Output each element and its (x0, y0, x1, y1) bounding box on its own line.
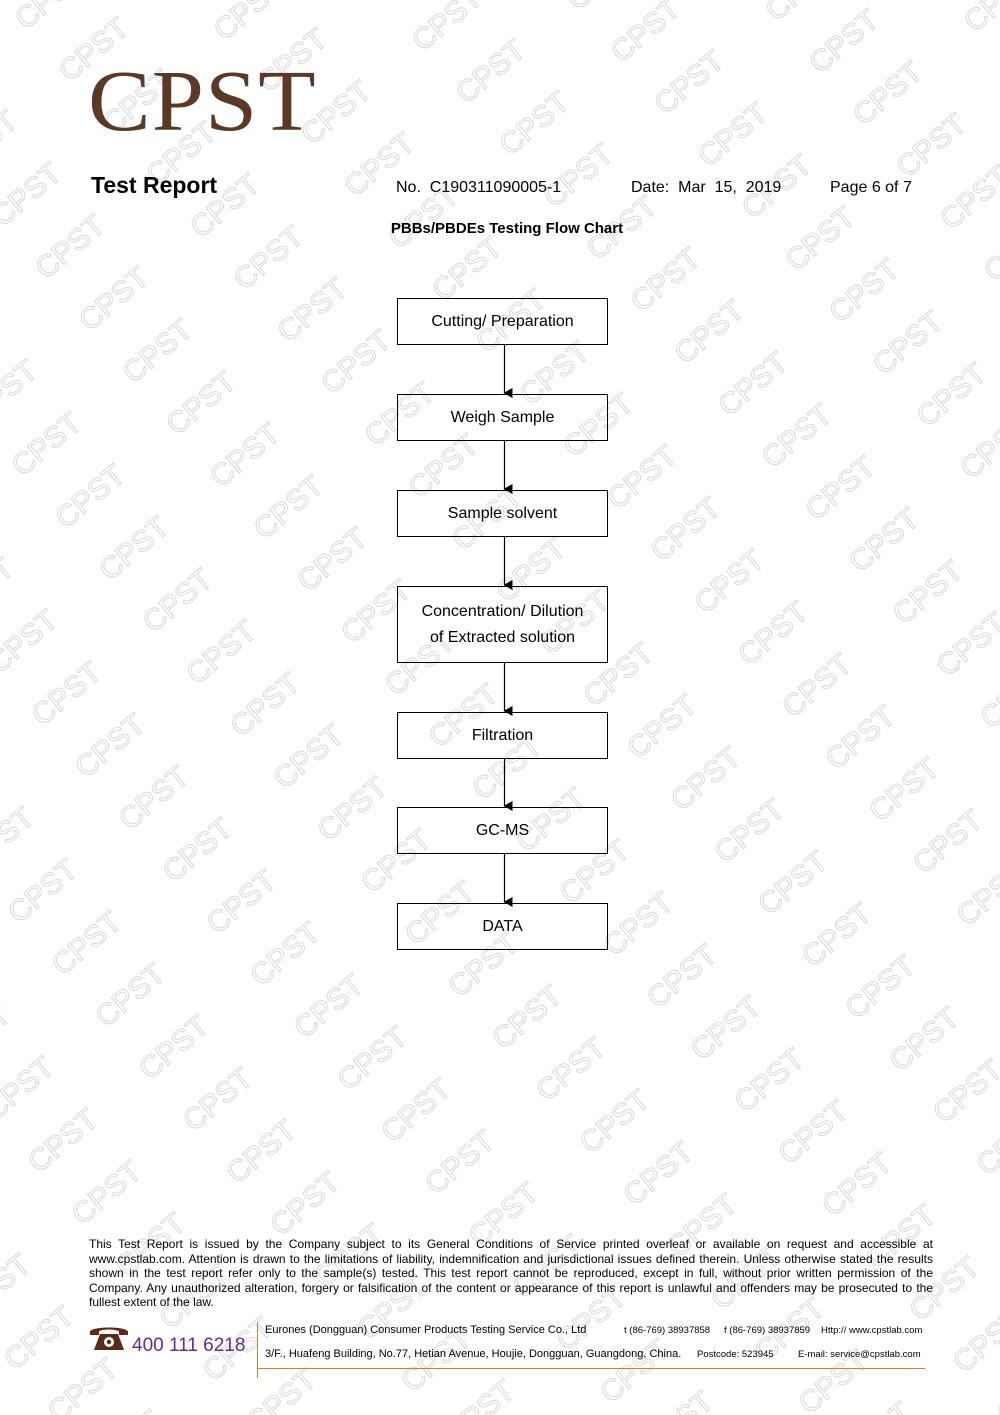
flow-step-concentration-dilution: Concentration/ Dilution of Extracted sol… (397, 586, 608, 663)
flow-chart-title: PBBs/PBDEs Testing Flow Chart (390, 220, 624, 237)
report-date: Date: Mar 15, 2019 (631, 179, 782, 196)
company-address: 3/F., Huafeng Building, No.77, Hetian Av… (265, 1348, 682, 1360)
report-number: No. C190311090005-1 (396, 179, 562, 196)
legal-disclaimer: This Test Report is issued by the Compan… (89, 1237, 933, 1310)
company-name: Eurones (Dongguan) Consumer Products Tes… (265, 1324, 587, 1336)
company-telephone: t (86-769) 38937858 (624, 1325, 711, 1336)
hotline-number: 400 111 6218 (132, 1335, 246, 1356)
company-fax: f (86-769) 38937859 (724, 1325, 811, 1336)
flow-step-sample-solvent: Sample solvent (397, 490, 608, 537)
flow-step-filtration: Filtration (397, 712, 608, 759)
company-email: E-mail: service@cpstlab.com (798, 1349, 921, 1360)
flow-step-gc-ms: GC-MS (397, 807, 608, 854)
cpst-logo: CPST (88, 53, 317, 150)
flow-step-data: DATA (397, 903, 608, 950)
company-postcode: Postcode: 523945 (697, 1349, 774, 1360)
page-number: Page 6 of 7 (830, 179, 912, 196)
flow-step-weigh-sample: Weigh Sample (397, 394, 608, 441)
report-title: Test Report (91, 172, 218, 198)
footer-divider-horizontal (257, 1368, 925, 1369)
company-website: Http:// www.cpstlab.com (821, 1325, 923, 1336)
flow-step-cutting-preparation: Cutting/ Preparation (397, 298, 608, 345)
telephone-icon (90, 1327, 128, 1350)
footer-divider-vertical (257, 1322, 258, 1378)
